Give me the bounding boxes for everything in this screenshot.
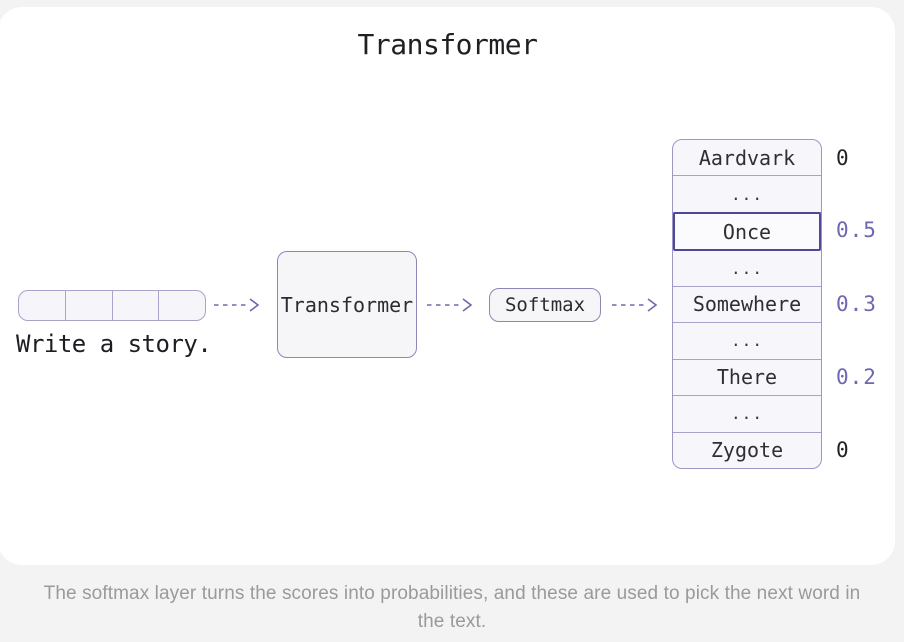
- caption-line: The softmax layer turns the scores into …: [43, 583, 861, 604]
- row-word: ...: [731, 404, 763, 424]
- caption-line: the text.: [417, 610, 487, 632]
- dashed-arrow-icon: [427, 298, 473, 312]
- token-cell: [66, 291, 113, 320]
- token-cell: [113, 291, 160, 320]
- dashed-arrow-icon: [612, 298, 658, 312]
- prompt-text: Write a story.: [16, 330, 212, 358]
- table-row-ellipsis: ...: [673, 250, 821, 287]
- table-row: Somewhere: [673, 287, 821, 324]
- figure-caption: The softmax layer turns the scores into …: [0, 580, 904, 635]
- table-row-highlighted: Once: [673, 211, 821, 252]
- table-row-ellipsis: ...: [673, 176, 821, 213]
- table-row: There: [673, 360, 821, 397]
- row-word: ...: [731, 184, 763, 204]
- table-row-ellipsis: ...: [673, 323, 821, 360]
- row-word: Zygote: [710, 438, 784, 463]
- probability-value: 0.2: [836, 365, 877, 389]
- table-row: Zygote: [673, 433, 821, 468]
- softmax-box: Softmax: [489, 288, 601, 322]
- transformer-label: Transformer: [280, 292, 414, 317]
- token-cell: [19, 291, 66, 320]
- probability-value: 0: [836, 438, 850, 462]
- probability-value: 0.3: [836, 292, 877, 316]
- table-row: Aardvark: [673, 140, 821, 177]
- token-cell: [159, 291, 205, 320]
- dashed-arrow-icon: [214, 298, 260, 312]
- row-word: ...: [731, 258, 763, 278]
- transformer-box: Transformer: [277, 251, 417, 358]
- row-word: Aardvark: [698, 145, 796, 170]
- row-word: There: [716, 365, 778, 390]
- softmax-label: Softmax: [504, 294, 586, 316]
- table-row-ellipsis: ...: [673, 396, 821, 433]
- row-word: Once: [722, 219, 772, 244]
- row-word: ...: [731, 331, 763, 351]
- token-strip: [18, 290, 206, 321]
- probability-value: 0: [836, 146, 850, 170]
- probability-value: 0.5: [836, 218, 877, 242]
- vocab-table: Aardvark ... Once ... Somewhere ... Ther…: [672, 139, 822, 469]
- row-word: Somewhere: [692, 292, 802, 317]
- diagram-title: Transformer: [357, 28, 538, 61]
